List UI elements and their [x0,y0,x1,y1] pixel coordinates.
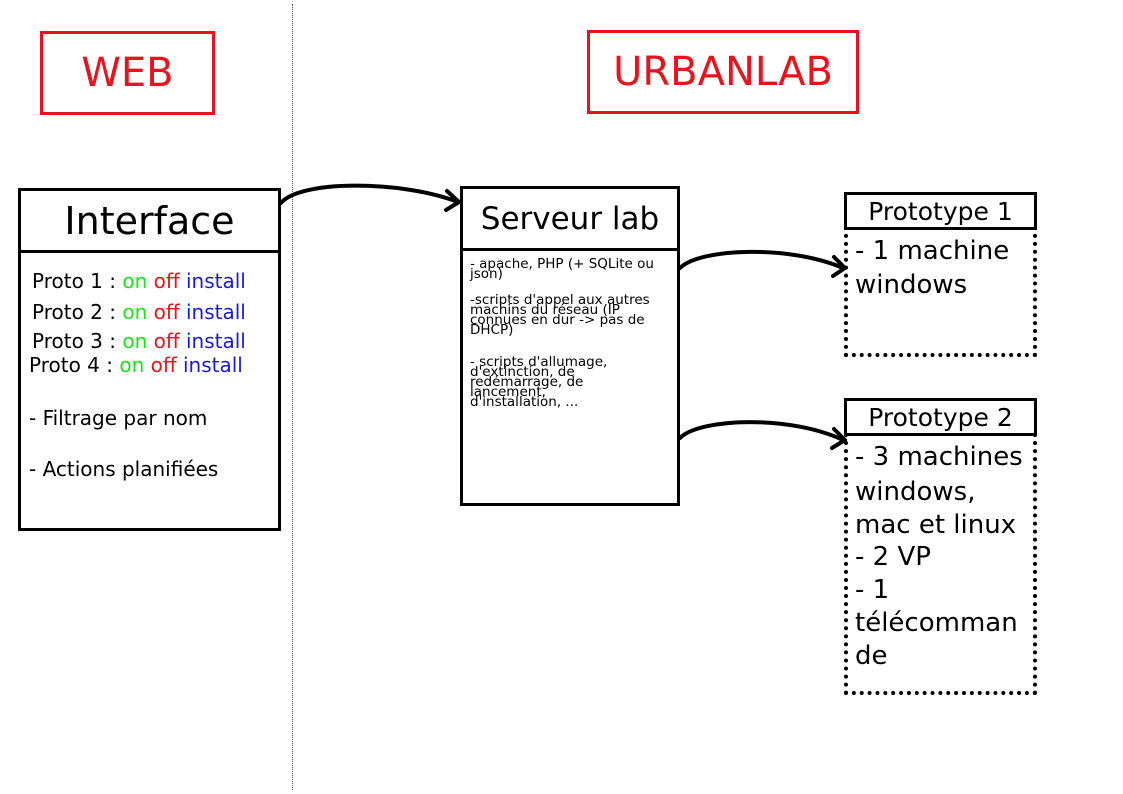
server-title: Serveur lab [463,189,677,251]
interface-title: Interface [21,191,278,253]
arrow-server-to-prototype-1 [678,249,845,270]
arrowhead-icon [830,427,847,450]
off-link[interactable]: off [153,329,180,353]
arrowhead-icon [444,189,461,212]
install-link[interactable]: install [183,353,243,377]
off-link[interactable]: off [153,269,180,293]
prototype-2-body [844,433,1037,695]
server-item-scripts-power: - scripts d'allumage, d'extinction, de r… [470,354,678,410]
proto-label: Proto 3 : [32,329,116,353]
on-link[interactable]: on [119,353,145,377]
proto-label: Proto 4 : [29,353,113,377]
prototype-1-line: windows [855,270,968,300]
server-item-line: DHCP) [470,322,514,338]
on-link[interactable]: on [122,300,148,324]
server-item-line: -scripts d'appel aux autres [470,292,650,308]
prototype-2-line: télécomman [855,608,1018,638]
server-item-line: - apache, PHP (+ SQLite ou [470,256,654,272]
server-item-line: redémarrage, de [470,374,584,390]
install-link[interactable]: install [186,300,246,324]
off-link[interactable]: off [150,353,177,377]
prototype-1-line: - 1 machine [855,236,1010,266]
server-item-line: lancement, [470,384,546,400]
proto-row-4: Proto 4 : on off install [29,353,243,377]
prototype-2-line: - 1 [855,575,890,605]
proto-row-3: Proto 3 : on off install [32,329,246,353]
prototype-2-line: - 3 machines [855,442,1023,472]
prototype-2-line: mac et linux [855,510,1017,540]
install-link[interactable]: install [186,329,246,353]
feature-scheduled: - Actions planifiées [29,457,219,481]
proto-label: Proto 2 : [32,300,116,324]
prototype-1-body [844,226,1037,357]
server-item-line: machins du réseau (IP [470,302,620,318]
proto-label: Proto 1 : [32,269,116,293]
arrowhead-icon [831,255,847,278]
proto-row-1: Proto 1 : on off install [32,269,246,293]
server-item-line: d'extinction, de [470,364,575,380]
proto-row-2: Proto 2 : on off install [32,300,246,324]
prototype-1-title: Prototype 1 [844,192,1037,230]
feature-filter: - Filtrage par nom [29,406,208,430]
on-link[interactable]: on [122,269,148,293]
server-item-scripts-network: -scripts d'appel aux autres machins du r… [470,292,678,338]
server-item-stack: - apache, PHP (+ SQLite ou json) [470,256,678,282]
off-link[interactable]: off [153,300,180,324]
prototype-2-line: windows, [855,477,976,507]
prototype-2-title: Prototype 2 [844,398,1037,436]
server-box: Serveur lab - apache, PHP (+ SQLite ou j… [460,186,680,506]
zone-divider [292,4,293,790]
prototype-2-line: de [855,641,888,671]
zone-label-web: WEB [40,31,215,115]
zone-label-urbanlab: URBANLAB [587,30,859,114]
on-link[interactable]: on [122,329,148,353]
server-item-line: json) [470,266,503,282]
server-item-line: d'installation, ... [470,394,579,410]
interface-box: Interface Proto 1 : on off install Proto… [18,188,281,531]
prototype-2-line: - 2 VP [855,542,931,572]
server-item-line: - scripts d'allumage, [470,354,608,370]
arrow-server-to-prototype-2 [678,420,845,442]
arrow-interface-to-server [279,183,460,205]
server-item-line: connues en dur -> pas de [470,312,645,328]
install-link[interactable]: install [186,269,246,293]
